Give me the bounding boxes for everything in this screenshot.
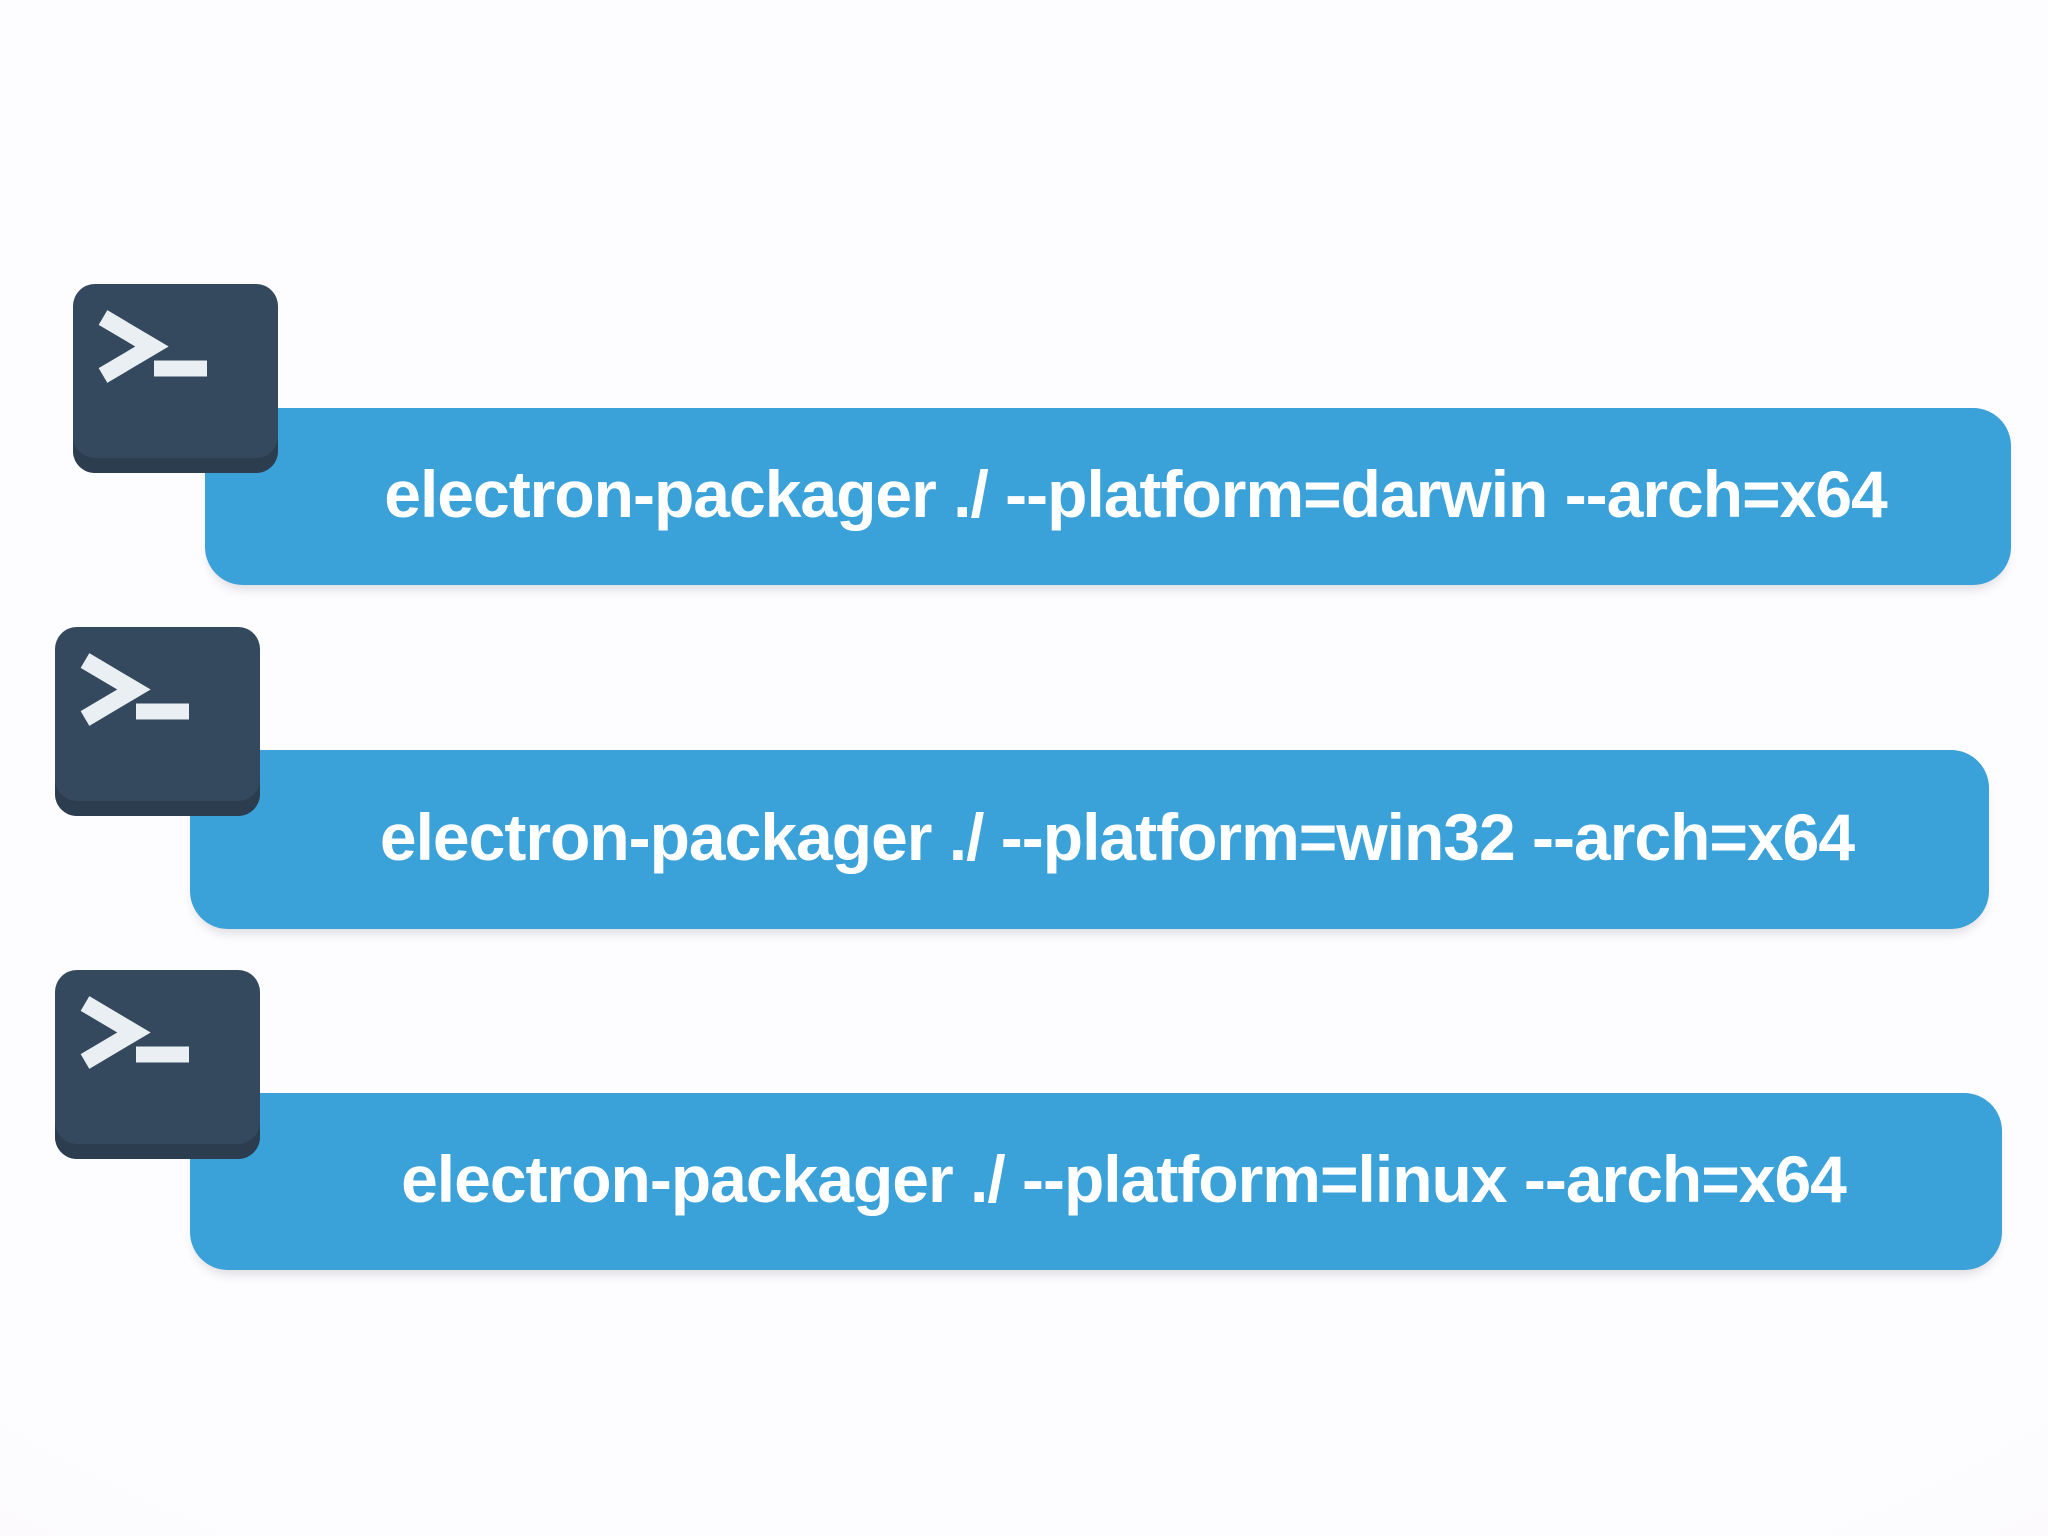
- command-text: electron-packager ./ --platform=win32 --…: [379, 799, 1855, 874]
- command-text: electron-packager ./ --platform=linux --…: [401, 1141, 1847, 1216]
- terminal-prompt-icon: [98, 310, 207, 383]
- command-bar: electron-packager ./ --platform=win32 --…: [190, 750, 1989, 929]
- command-bar: electron-packager ./ --platform=linux --…: [190, 1093, 2002, 1270]
- terminal-prompt-icon: [80, 653, 189, 726]
- terminal-icon: [55, 970, 260, 1159]
- terminal-prompt-icon: [80, 996, 189, 1069]
- command-bar: electron-packager ./ --platform=darwin -…: [205, 408, 2011, 585]
- terminal-icon: [73, 284, 278, 473]
- terminal-icon: [55, 627, 260, 816]
- command-text: electron-packager ./ --platform=darwin -…: [384, 456, 1887, 531]
